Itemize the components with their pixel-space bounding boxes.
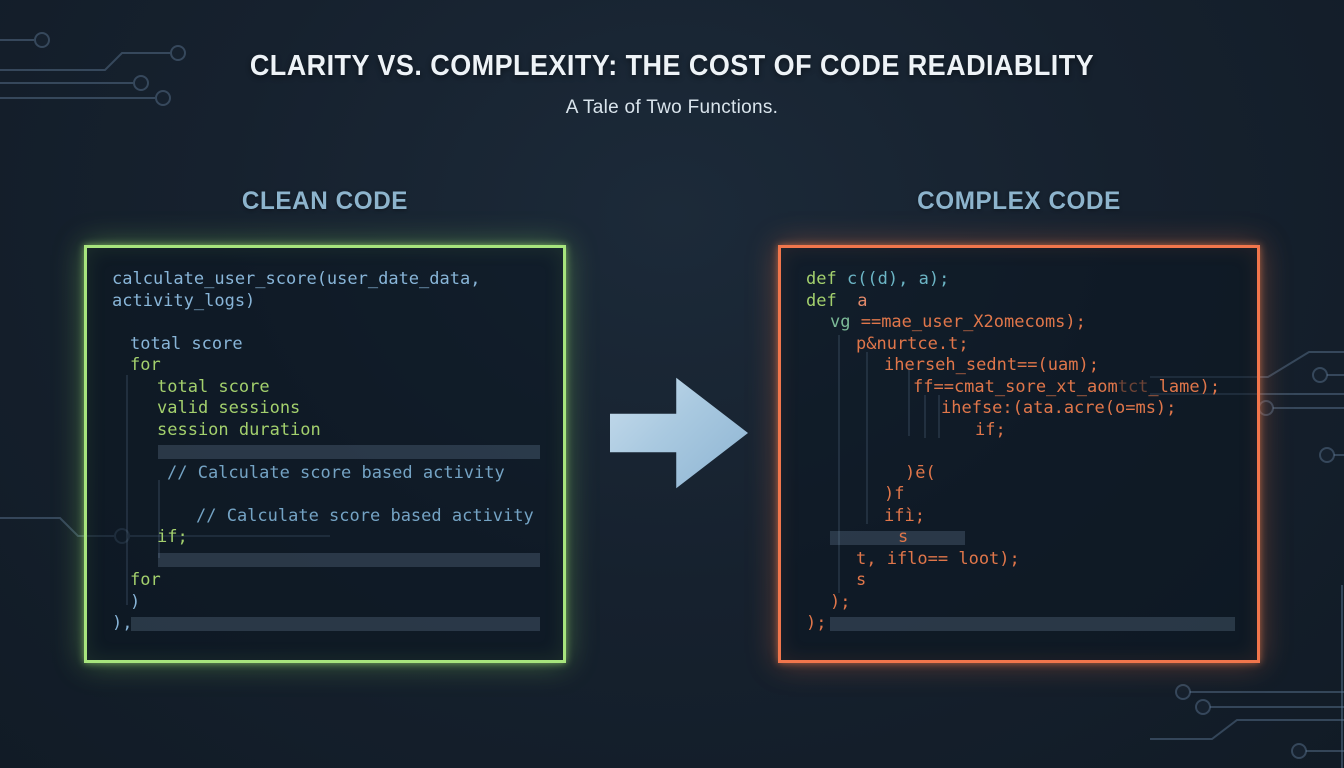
code-token: ) [130, 591, 141, 612]
code-line: iherseh_sednt==(uam); [806, 355, 1251, 377]
code-line: ), [112, 613, 557, 635]
code-line: activity_logs) [112, 291, 557, 313]
code-token: valid sessions [157, 398, 301, 418]
page-subtitle: A Tale of Two Functions. [565, 97, 779, 118]
code-line: s [806, 570, 1251, 592]
code-line: total score [112, 377, 557, 399]
page-title: CLARITY VS. COMPLEXITY: THE COST OF CODE… [249, 50, 1095, 82]
code-line: ); [806, 613, 1251, 635]
code-line: // Calculate score based activity [112, 506, 557, 528]
code-token: // Calculate score based activity [196, 505, 534, 526]
code-line: ifì; [806, 506, 1251, 528]
code-token: if; [975, 419, 1006, 440]
code-line: for [112, 570, 557, 592]
code-token: )ē( [905, 462, 936, 483]
complex-code-heading: COMPLEX CODE [917, 187, 1121, 215]
indent-guide [924, 395, 926, 438]
highlight-bar [830, 531, 965, 545]
code-token: activity_logs) [112, 290, 256, 311]
highlight-bar [158, 445, 540, 459]
code-line: total score [112, 334, 557, 356]
code-line: ); [806, 592, 1251, 614]
code-line: def a [806, 291, 1251, 313]
code-token: for [130, 570, 161, 590]
indent-guide [938, 395, 940, 438]
code-line: p&nurtce.t; [806, 334, 1251, 356]
code-token: )f [884, 484, 905, 504]
code-line: )f [806, 484, 1251, 506]
highlight-bar [158, 552, 540, 567]
code-token: ), [112, 613, 133, 633]
indent-guide [838, 335, 840, 593]
code-token: calculate_user_score(user_date_data, [112, 269, 481, 289]
code-line: for [112, 355, 557, 377]
code-line: if; [112, 527, 557, 549]
code-line: ihefse:(ata.acre(o=ms); [806, 398, 1251, 420]
code-token: a [846, 290, 868, 311]
code-line: t, iflo== loot); [806, 549, 1251, 571]
code-line: if; [806, 420, 1251, 442]
code-token: // Calculate score based activity [167, 462, 505, 483]
code-token: for [130, 355, 161, 375]
code-token: s [856, 570, 867, 590]
code-token: p&nurtce.t; [856, 333, 969, 354]
highlight-bar [830, 617, 1235, 631]
highlight-bar [131, 617, 540, 631]
indent-guide [158, 480, 160, 558]
code-token: s [898, 527, 909, 547]
code-line [806, 441, 1251, 463]
code-token: ); [806, 613, 827, 633]
code-token: ifì; [884, 505, 925, 526]
code-token: def [806, 269, 847, 289]
code-line [112, 549, 557, 571]
code-token: total score [130, 333, 243, 354]
code-token: tct [1117, 376, 1149, 397]
code-line: )ē( [806, 463, 1251, 485]
code-line [112, 484, 557, 506]
indent-guide [908, 370, 910, 436]
code-token: t, iflo== loot); [856, 548, 1020, 569]
code-token: ==mae_user_X2omecoms); [860, 312, 1086, 332]
code-line: vg ==mae_user_X2omecoms); [806, 312, 1251, 334]
code-token: ihefse:(ata.acre(o=ms); [941, 398, 1177, 418]
indent-guide [866, 352, 868, 524]
code-token: c((d), a); [846, 269, 950, 289]
code-token: session duration [157, 419, 321, 440]
code-line: def c((d), a); [806, 269, 1251, 291]
code-token: ff==cmat_sore_xt_aom [913, 376, 1118, 397]
code-line: s [806, 527, 1251, 549]
code-line [112, 312, 557, 334]
code-token: total score [157, 376, 270, 397]
code-line: valid sessions [112, 398, 557, 420]
code-line: ff==cmat_sore_xt_aomtct_lame); [806, 377, 1251, 399]
code-token: if; [157, 527, 188, 547]
code-token: iherseh_sednt==(uam); [884, 355, 1099, 375]
code-line: session duration [112, 420, 557, 442]
code-line: // Calculate score based activity [112, 463, 557, 485]
clean-code-heading: CLEAN CODE [241, 187, 409, 215]
code-token: vg [830, 312, 861, 332]
code-line [112, 441, 557, 463]
code-token: _lame); [1148, 376, 1221, 397]
clean-code-lines: calculate_user_score(user_date_data,acti… [112, 269, 557, 635]
code-token: ); [830, 591, 851, 612]
clean-code-panel: calculate_user_score(user_date_data,acti… [84, 245, 566, 663]
code-line: ) [112, 592, 557, 614]
indent-guide [126, 375, 128, 605]
code-token: def [806, 290, 847, 311]
code-line: calculate_user_score(user_date_data, [112, 269, 557, 291]
